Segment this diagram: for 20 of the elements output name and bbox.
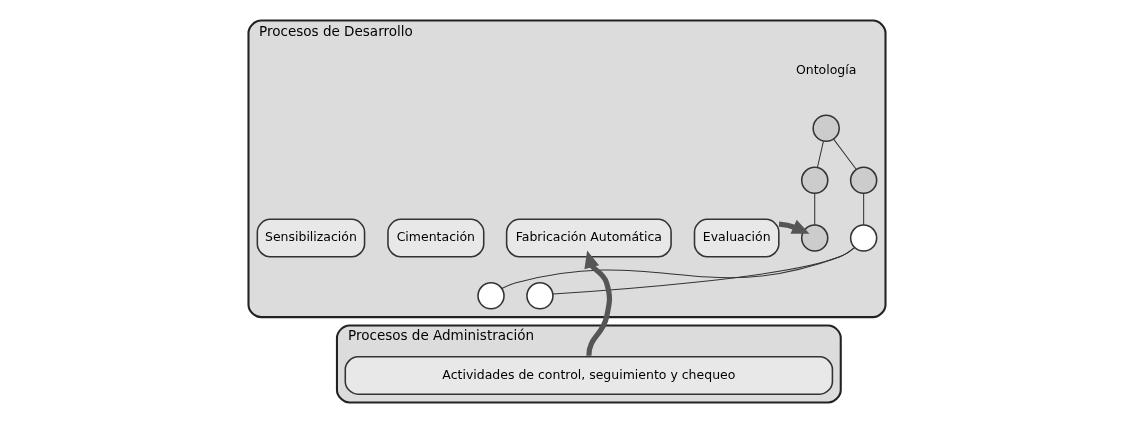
node-circle (477, 282, 505, 310)
connector (863, 192, 865, 226)
node-box: Evaluación (693, 218, 780, 258)
connector (501, 247, 856, 289)
node-circle (800, 166, 829, 195)
node-circle (812, 114, 840, 142)
connector (552, 247, 856, 295)
node-box: Cimentación (387, 218, 485, 258)
node-circle (849, 166, 878, 195)
node-circle (526, 282, 554, 310)
node-box: Actividades de control, seguimiento y chequeo (344, 355, 834, 395)
node-circle (849, 224, 878, 252)
connector (814, 192, 816, 226)
connector (816, 140, 824, 168)
label: Ontología (795, 61, 857, 77)
node-box: Sensibilización (256, 218, 366, 258)
connector (833, 138, 857, 170)
node-circle (800, 224, 829, 252)
arrow (584, 250, 613, 356)
node-box: Fabricación Automática (505, 218, 672, 258)
